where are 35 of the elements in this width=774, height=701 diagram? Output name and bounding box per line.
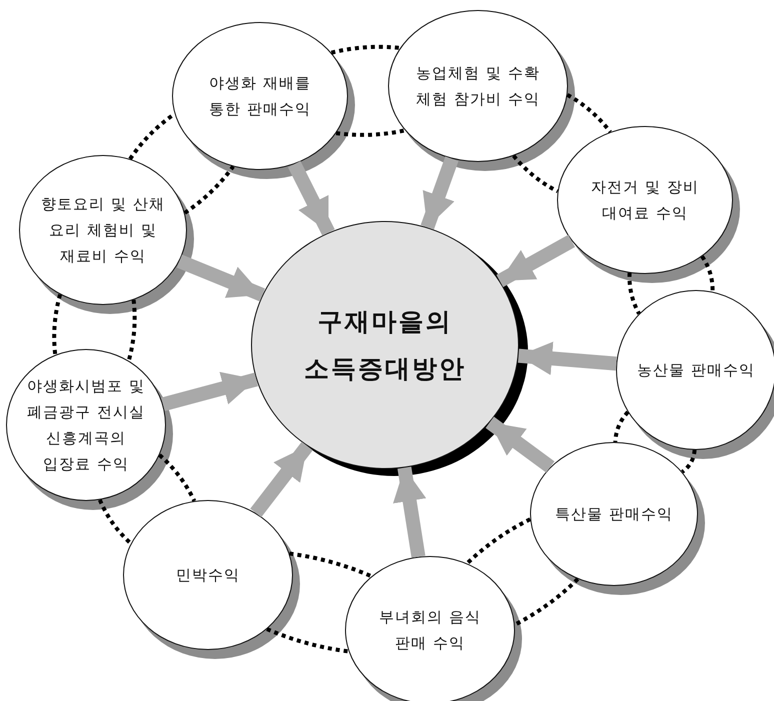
dotted-line xyxy=(158,454,196,502)
dotted-line xyxy=(466,517,532,565)
node-label: 민박수익 xyxy=(174,564,241,586)
arrow xyxy=(486,416,554,473)
hub-title: 구재마을의 소득증대방안 xyxy=(303,306,467,385)
node-label: 농업체험 및 수확 체험 참가비 수익 xyxy=(415,62,541,110)
node-label: 농산물 판매수익 xyxy=(636,360,756,381)
node-label: 자전거 및 장비 대여료 수익 xyxy=(590,176,700,224)
dotted-line xyxy=(613,410,630,442)
dotted-line xyxy=(289,552,372,578)
arrow xyxy=(176,254,266,302)
arrow xyxy=(496,234,576,288)
node-label: 부녀회의 음식 판매 수익 xyxy=(378,606,482,654)
dotted-line xyxy=(514,578,580,626)
dotted-line xyxy=(512,154,559,194)
dotted-line xyxy=(330,44,400,55)
node-label: 특산물 판매수익 xyxy=(554,504,674,525)
node-label: 야생화시범포 및 폐금광구 전시실 신흥계곡의 입장료 수익 xyxy=(26,376,146,476)
arrow xyxy=(250,442,313,518)
node-label: 야생화 재배를 통한 판매수익 xyxy=(208,72,312,120)
dotted-line xyxy=(680,450,697,474)
dotted-line xyxy=(566,93,612,134)
dotted-line xyxy=(336,128,406,137)
arrow xyxy=(288,161,335,236)
arrow xyxy=(420,156,458,230)
dotted-line xyxy=(700,255,715,292)
dotted-line xyxy=(184,165,235,215)
dotted-line xyxy=(266,627,349,654)
arrow xyxy=(393,466,426,558)
arrow xyxy=(161,372,258,412)
arrow xyxy=(518,342,617,376)
dotted-line xyxy=(52,294,62,356)
dotted-line xyxy=(126,300,137,362)
dotted-line xyxy=(98,499,132,545)
node-label: 향토요리 및 산채 요리 체험비 및 재료비 수익 xyxy=(40,194,166,268)
